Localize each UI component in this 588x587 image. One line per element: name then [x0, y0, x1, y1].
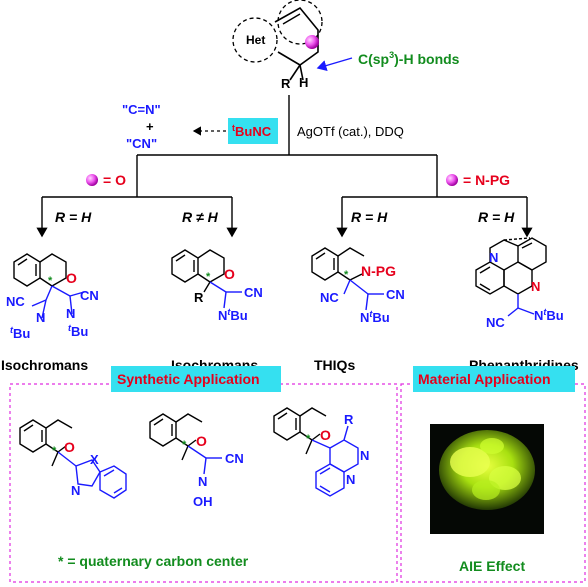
- aie-effect-label: AIE Effect: [459, 558, 525, 574]
- atom-tbu: tBu: [68, 323, 88, 339]
- atom-nc: NC: [320, 290, 339, 305]
- atom-r: R: [344, 412, 354, 427]
- atom-cn: CN: [386, 287, 405, 302]
- atom-o: O: [196, 433, 207, 449]
- tbunc-label: tBuNC: [232, 123, 272, 139]
- star-marker: *: [182, 439, 187, 451]
- atom-n: N: [489, 250, 498, 265]
- bond-label: C(sp3)-H bonds: [358, 50, 460, 67]
- product-label-3: THIQs: [314, 357, 355, 373]
- het-label: Het: [246, 33, 265, 47]
- atom-nc: NC: [486, 315, 505, 330]
- product-label-1: Isochromans: [1, 357, 88, 373]
- product-2-structure: [171, 249, 242, 309]
- atom-o: O: [66, 270, 77, 286]
- product-4-structure: [475, 237, 547, 317]
- cn-triple-label: "C=N": [122, 102, 161, 117]
- branch-left-label: = O: [103, 172, 126, 188]
- atom-ntbu: NtBu: [218, 307, 248, 323]
- tbunc-box: [228, 118, 278, 144]
- atom-ntbu: NtBu: [360, 309, 390, 325]
- atom-n: N: [198, 474, 207, 489]
- condition-r1: R = H: [55, 209, 92, 225]
- substrate-structure: [232, 0, 353, 155]
- atom-cn: CN: [225, 451, 244, 466]
- quaternary-note: * = quaternary carbon center: [58, 553, 249, 569]
- atom-n: N: [531, 279, 540, 294]
- synthetic-title: Synthetic Application: [117, 371, 260, 387]
- atom-nc: NC: [6, 294, 25, 309]
- atom-ntbu: NtBu: [534, 307, 564, 323]
- branch-lines: [36, 154, 533, 238]
- pink-marker-icon: [86, 174, 98, 186]
- pink-marker-icon: [305, 35, 319, 49]
- pink-marker-icon: [446, 174, 458, 186]
- atom-r: R: [194, 290, 204, 305]
- cn-label: "CN": [126, 136, 157, 151]
- product-3-structure: [311, 247, 384, 311]
- atom-cn: CN: [80, 288, 99, 303]
- atom-n: N: [66, 306, 75, 321]
- material-title-box: [413, 366, 575, 392]
- condition-r4: R = H: [478, 209, 515, 225]
- star-marker: *: [344, 269, 349, 281]
- synthetic-title-box: [111, 366, 281, 392]
- atom-oh: OH: [193, 494, 213, 509]
- star-marker: *: [52, 445, 57, 457]
- atom-cn: CN: [244, 285, 263, 300]
- conditions-label: AgOTf (cat.), DDQ: [297, 124, 404, 139]
- atom-o: O: [64, 439, 75, 455]
- atom-x: X: [90, 452, 99, 467]
- plus-label: +: [146, 119, 154, 134]
- star-marker: *: [48, 275, 53, 287]
- application-structure-2: [149, 413, 222, 475]
- atom-n: N: [36, 310, 45, 325]
- condition-r2: R ≠ H: [182, 209, 219, 225]
- atom-n: N: [346, 472, 355, 487]
- branch-right-label: = N-PG: [463, 172, 510, 188]
- r-label: R: [281, 76, 291, 91]
- star-marker: *: [306, 433, 311, 445]
- atom-n: N: [71, 483, 80, 498]
- condition-r3: R = H: [351, 209, 388, 225]
- atom-n: N: [360, 448, 369, 463]
- atom-tbu: tBu: [10, 325, 30, 341]
- atom-o: O: [320, 427, 331, 443]
- application-structure-1: [19, 419, 127, 499]
- h-label: H: [299, 75, 308, 90]
- star-marker: *: [206, 271, 211, 283]
- atom-npg: N-PG: [361, 263, 396, 279]
- application-structure-3: [273, 407, 359, 497]
- atom-o: O: [224, 266, 235, 282]
- material-title: Material Application: [418, 371, 551, 387]
- product-1-structure: [13, 253, 85, 319]
- aie-photo: [430, 424, 544, 534]
